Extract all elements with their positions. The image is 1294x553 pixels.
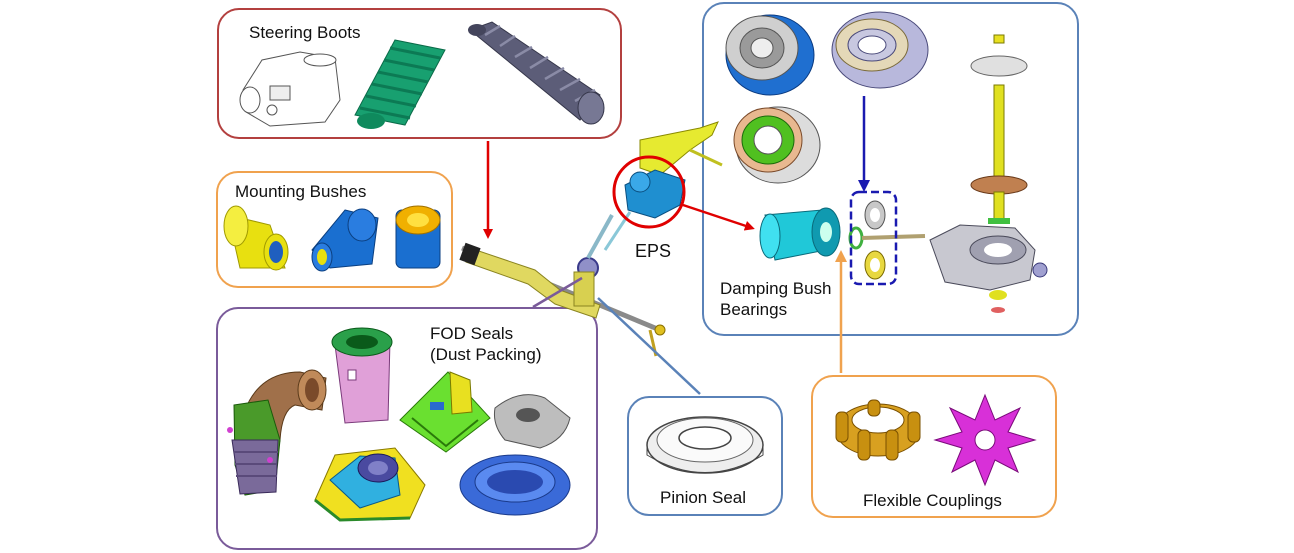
eps-highlight-circle [612, 155, 686, 229]
eps-motor-unit-icon [603, 121, 723, 251]
steering-rack-assembly-icon [459, 214, 666, 357]
silver-seal-icon [494, 394, 571, 449]
cyan-motor-icon [759, 207, 841, 261]
arrow-eps-to-detail [682, 203, 755, 231]
steering-shaft-icon [970, 34, 1028, 224]
pinion-seal-icon [646, 416, 764, 474]
steering-boots-label: Steering Boots [249, 23, 361, 42]
mounting-bushes-label: Mounting Bushes [235, 182, 367, 201]
green-steering-boot-icon [354, 39, 446, 129]
pink-seal-icon [331, 327, 393, 424]
gear-housing-icon [929, 224, 1048, 313]
pinion-seal-label: Pinion Seal [660, 488, 747, 507]
bush-green-icon [733, 106, 821, 184]
damping-bush-label: Damping Bush [720, 279, 832, 298]
damping-bush-highlight-box [849, 190, 898, 286]
bearing-blue-icon [725, 14, 815, 96]
magenta-coupling-icon [933, 393, 1037, 487]
fod-seals-sublabel: (Dust Packing) [430, 345, 542, 364]
yellow-blue-mounting-bush-icon [395, 205, 441, 269]
flexible-couplings-panel [811, 375, 1057, 518]
yellow-base-seal-icon [314, 447, 426, 522]
damping-bush-parts [848, 200, 926, 280]
gray-steering-boot-icon [468, 21, 605, 125]
brown-elbow-seal-icon [227, 369, 327, 496]
blue-oval-seal-icon [459, 454, 571, 516]
steering-gear-housing-icon [239, 51, 341, 127]
damping-bush-sublabel: Bearings [720, 300, 788, 319]
connector-fod-seals [532, 276, 583, 309]
connector-pinion-seal [597, 297, 701, 395]
blue-mounting-bush-icon [311, 208, 379, 272]
fod-seals-label: FOD Seals [430, 324, 514, 343]
bearing-gray-icon [831, 11, 929, 89]
flexible-couplings-label: Flexible Couplings [863, 491, 1002, 510]
green-fod-seal-icon [399, 371, 491, 453]
eps-label: EPS [635, 241, 672, 261]
yellow-mounting-bush-icon [223, 205, 289, 271]
gold-coupling-icon [835, 399, 921, 461]
